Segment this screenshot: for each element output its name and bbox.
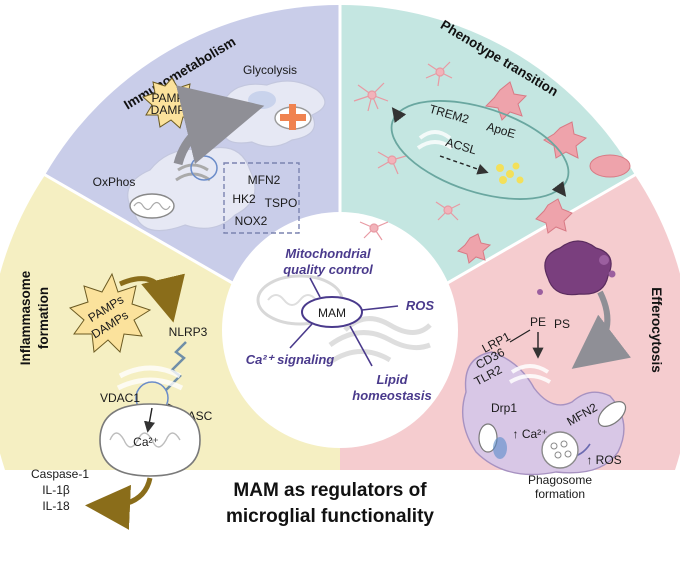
- title-inflammasome-line1: Inflammasome: [18, 270, 33, 365]
- label-oxphos: OxPhos: [93, 175, 136, 189]
- inflammasome-er-illustration: [116, 365, 184, 391]
- label-nlrp3: NLRP3: [169, 325, 208, 339]
- label-mfn2-top: MFN2: [248, 173, 281, 187]
- pamps-damps-starburst-left: [69, 272, 152, 353]
- amoeboid-microglia-icons: [457, 81, 631, 264]
- apoptotic-cell-icon: [537, 240, 616, 296]
- label-il-18: IL-18: [42, 499, 70, 513]
- label-caspase-1: Caspase-1: [31, 467, 89, 481]
- label-calcium-up: ↑ Ca²⁺: [512, 427, 547, 441]
- lipid-droplets-icon: [496, 162, 524, 184]
- arrow-oxphos-to-glycolysis: [173, 85, 265, 166]
- label-lipid: Lipid: [376, 372, 408, 387]
- title-backdrop: [5, 470, 675, 574]
- center-mitochondria-illustration: [256, 274, 432, 365]
- pe-to-lrp1-link: [509, 329, 531, 343]
- label-nox2: NOX2: [235, 214, 268, 228]
- label-pe: PE: [530, 315, 546, 329]
- arrow-calcium-entry: [143, 407, 156, 433]
- arrow-engulfment: [571, 290, 631, 369]
- mam-link-ros: [361, 305, 399, 311]
- figure-title-line1: MAM as regulators of: [233, 480, 427, 501]
- label-vdac1: VDAC1: [100, 391, 140, 405]
- center-hub: [222, 212, 458, 448]
- label-phagosome: Phagosome: [528, 473, 592, 487]
- inflammasome-mitochondria-icon: [99, 403, 201, 477]
- label-mitochondrial: Mitochondrial: [285, 246, 371, 261]
- fragmented-mitochondria-icon: [478, 423, 507, 459]
- blocked-mitochondria-icon: [274, 104, 312, 130]
- phenotype-cycle-arrow-bottom: [551, 181, 567, 197]
- mam-link-mito: [309, 277, 321, 298]
- title-inflammasome-line2: formation: [36, 287, 51, 349]
- nlrp3-signal-line: [165, 341, 187, 391]
- arrow-acsl-lipids: [439, 155, 489, 175]
- label-glycolysis: Glycolysis: [243, 63, 297, 77]
- mitochondria-oxphos-icon: [129, 193, 175, 219]
- label-drp1: Drp1: [491, 401, 517, 415]
- label-tspo: TSPO: [265, 196, 298, 210]
- label-phagosome-formation: formation: [535, 487, 585, 501]
- ramified-microglia-icons: [353, 61, 461, 241]
- efferocytosis-er-illustration: [508, 364, 552, 384]
- title-efferocytosis: Efferocytosis: [649, 287, 664, 373]
- mam-link-calcium: [289, 323, 313, 349]
- label-ros: ROS: [406, 298, 435, 313]
- label-il-1b: IL-1β: [42, 483, 70, 497]
- mam-link-lipid: [349, 325, 373, 367]
- arrow-pamps-to-nlrp3: [118, 273, 185, 323]
- label-quality-control: quality control: [283, 262, 373, 277]
- elongated-mitochondria-icon: [597, 401, 627, 427]
- label-homeostasis: homeostasis: [352, 388, 431, 403]
- arrow-to-cytokines: [85, 477, 153, 530]
- nucleus-glycolysis: [248, 91, 276, 109]
- phenotype-cycle-arrow-top: [391, 107, 407, 123]
- label-hk2: HK2: [232, 192, 256, 206]
- damps-label-top: DAMPs: [151, 103, 192, 117]
- phenotype-mam-illustration: [416, 130, 454, 150]
- phagosome-icon: [541, 431, 579, 469]
- mam-label: MAM: [318, 306, 346, 320]
- label-ros-up: ↑ ROS: [586, 453, 621, 467]
- mam-badge: [301, 296, 363, 328]
- label-calcium-inflammasome: Ca²⁺: [133, 435, 159, 449]
- figure-title-line2: microglial functionality: [226, 506, 434, 527]
- label-ps: PS: [554, 317, 570, 331]
- label-calcium-signaling: Ca²⁺ signaling: [246, 352, 335, 367]
